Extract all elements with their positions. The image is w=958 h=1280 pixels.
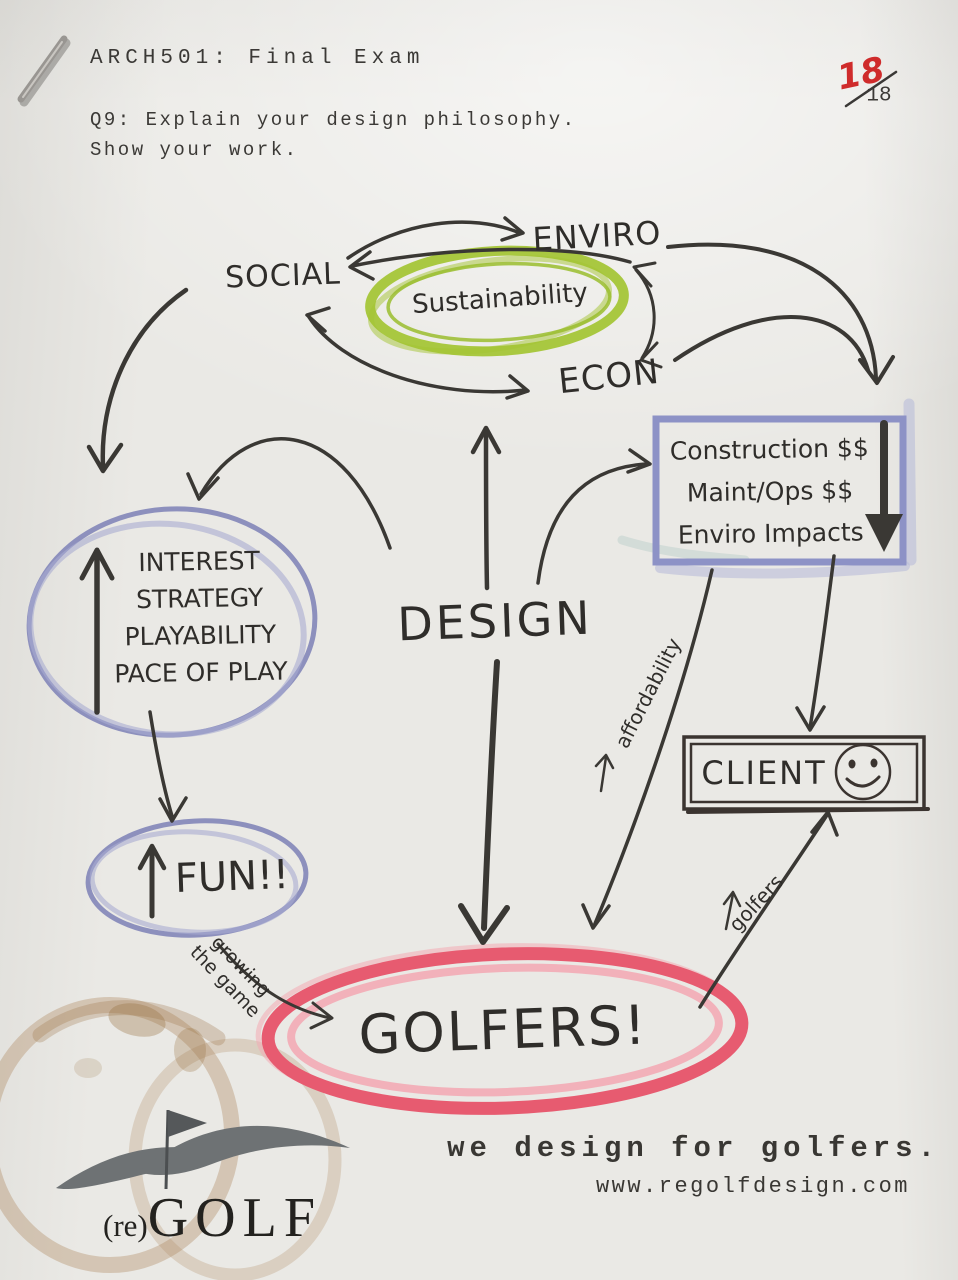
up-arrow-icon (79, 547, 115, 715)
golfers-label-up-arrow-icon (722, 890, 742, 931)
experience-item: PLAYABILITY (124, 619, 277, 652)
affordability-up-arrow-icon (594, 753, 615, 793)
arrow-experience-to-fun (148, 710, 188, 823)
node-enviro: ENVIRO (531, 213, 663, 259)
arrow-costs-to-client (795, 554, 836, 732)
tagline: we design for golfers. (447, 1132, 940, 1165)
question-text: Q9: Explain your design philosophy. (90, 109, 577, 131)
experience-item: INTEREST (138, 545, 261, 578)
node-golfers: GOLFERS! (357, 993, 649, 1067)
logo-regolf: (re)GOLF (103, 1186, 322, 1250)
golfers-circle (255, 943, 749, 1115)
node-social: SOCIAL (224, 256, 342, 296)
smiley-icon (834, 743, 892, 801)
staple-icon (17, 35, 71, 107)
arrow-social-econ (305, 306, 530, 400)
arrow-econ-to-costs (673, 315, 870, 372)
arrow-enviro-to-costs (666, 242, 895, 385)
logo-hills-icon (56, 1109, 350, 1190)
arrow-design-to-costs (536, 448, 652, 585)
client-box-border (682, 735, 930, 814)
node-design: DESIGN (396, 590, 594, 652)
arrow-social-to-enviro (346, 216, 525, 260)
arrow-design-to-golfers (458, 659, 510, 945)
fun-circle (85, 818, 309, 938)
arrow-fun-to-golfers (216, 942, 334, 1030)
fun-up-arrow-icon (137, 843, 167, 919)
grade-slash (844, 70, 898, 108)
experience-item: STRATEGY (135, 582, 264, 615)
node-client: CLIENT (701, 754, 827, 792)
logo-name: GOLF (147, 1187, 322, 1249)
costs-list: Construction $$ Maint/Ops $$ Enviro Impa… (669, 427, 870, 556)
course-title: ARCH501: Final Exam (90, 47, 425, 70)
arrow-design-to-experience (186, 437, 392, 550)
arrow-enviro-econ (632, 261, 663, 369)
instruction-text: Show your work. (90, 139, 299, 161)
costs-item: Enviro Impacts (677, 517, 864, 550)
down-arrow-icon (865, 420, 903, 552)
golfer-experience-circle (26, 506, 318, 738)
grade-total: 18 (866, 84, 892, 108)
arrow-enviro-to-social (348, 247, 632, 281)
arrow-golfers-to-client (698, 810, 839, 1009)
experience-item: PACE OF PLAY (114, 656, 288, 689)
arrow-design-up (470, 425, 502, 591)
arrows (79, 216, 903, 1030)
costs-item: Construction $$ (669, 433, 869, 466)
node-fun: FUN!! (174, 852, 290, 902)
arrow-social-to-experience (86, 287, 189, 474)
website-url: www.regolfdesign.com (595, 1174, 910, 1199)
costs-box-border (617, 398, 917, 579)
logo-prefix: (re) (103, 1208, 148, 1243)
experience-list: INTEREST STRATEGY PLAYABILITY PACE OF PL… (112, 541, 288, 692)
costs-item: Maint/Ops $$ (686, 475, 854, 508)
arrow-costs-to-golfers (581, 568, 714, 930)
